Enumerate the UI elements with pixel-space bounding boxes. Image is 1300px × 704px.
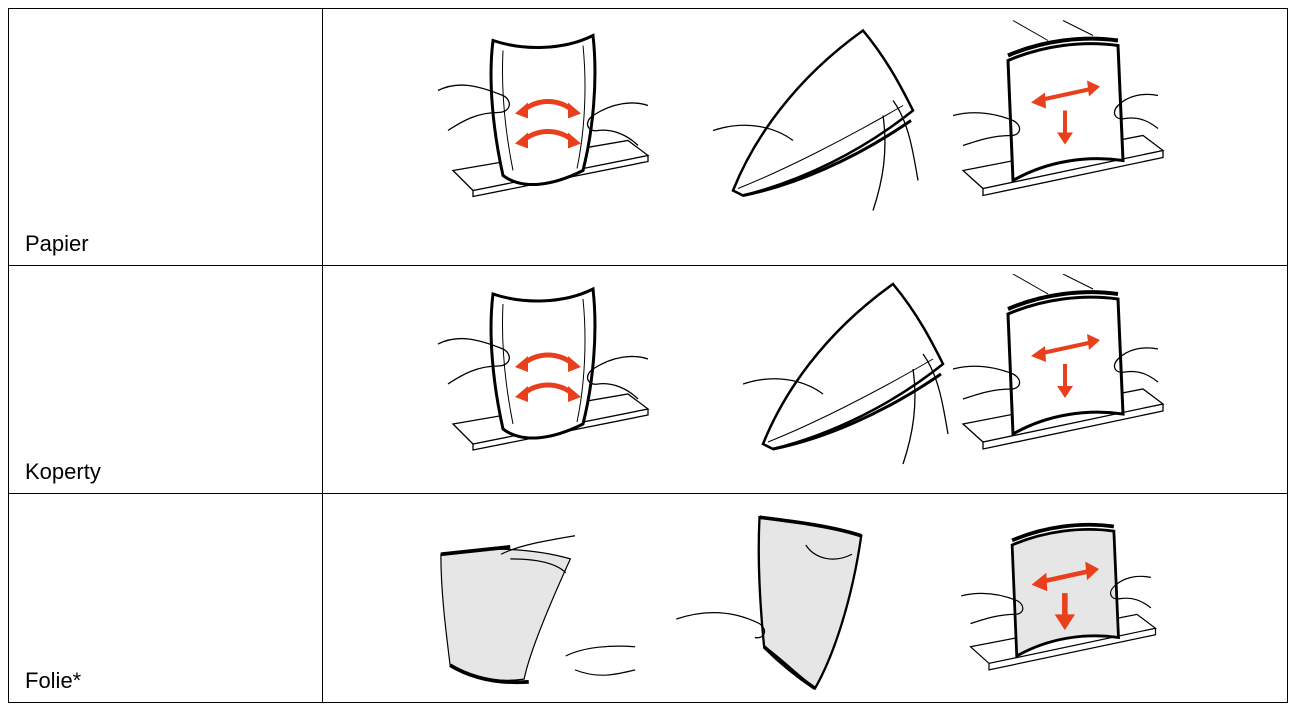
row-label-cell: Koperty — [9, 266, 323, 494]
paper-preparation-table: Papier Koperty Folie* — [8, 8, 1288, 703]
media-type-label: Papier — [9, 231, 322, 265]
illustration-cell — [323, 494, 1288, 703]
flex-transparency-icon — [428, 508, 648, 693]
media-type-label: Koperty — [9, 459, 322, 493]
align-transparency-icon — [953, 508, 1173, 693]
media-type-label: Folie* — [9, 668, 322, 702]
fan-transparency-icon — [668, 508, 888, 693]
row-label-cell: Folie* — [9, 494, 323, 703]
row-label-cell: Papier — [9, 9, 323, 266]
table-row: Papier — [9, 9, 1288, 266]
illustration-cell — [323, 266, 1288, 494]
align-envelopes-icon — [953, 274, 1173, 474]
fan-stack-icon — [713, 13, 933, 228]
align-stack-icon — [953, 13, 1173, 228]
flex-stack-icon — [433, 13, 653, 228]
flex-envelopes-icon — [433, 274, 653, 474]
fan-envelopes-icon — [743, 274, 963, 474]
table-row: Koperty — [9, 266, 1288, 494]
illustration-cell — [323, 9, 1288, 266]
table-row: Folie* — [9, 494, 1288, 703]
